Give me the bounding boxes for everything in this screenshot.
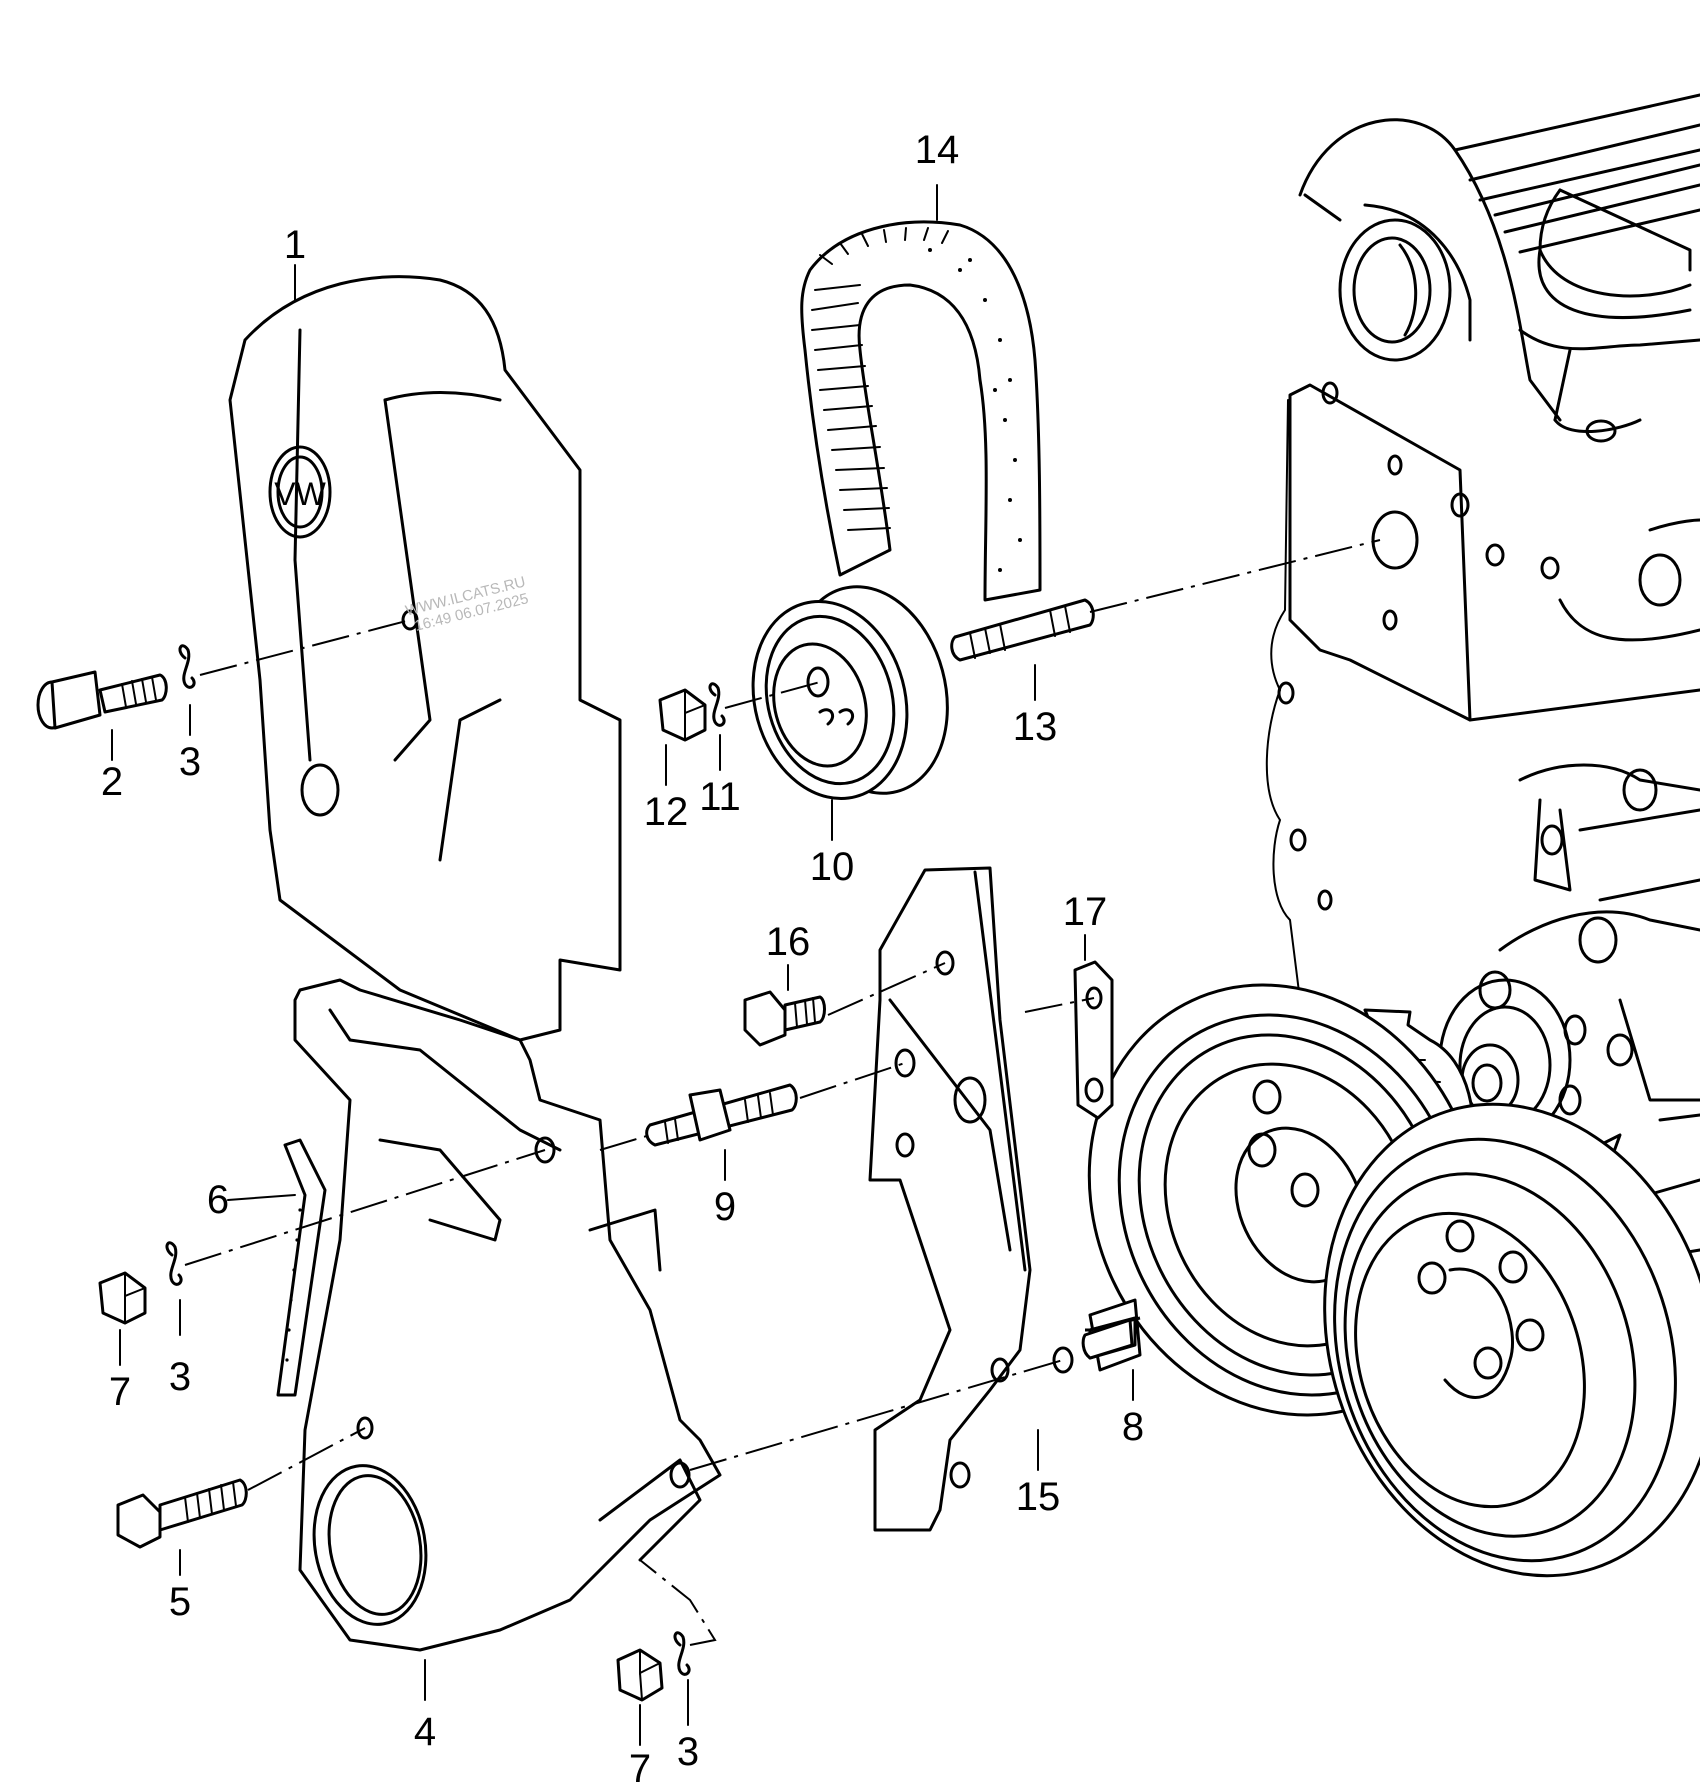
- callout-15[interactable]: 15: [1016, 1475, 1061, 1519]
- callout-16[interactable]: 16: [766, 920, 811, 964]
- hex-nut-7-left: [98, 1271, 147, 1325]
- vw-logo: VW: [274, 476, 326, 512]
- lower-timing-cover: [293, 978, 722, 1652]
- callout-9[interactable]: 9: [714, 1185, 736, 1229]
- callout-5[interactable]: 5: [169, 1580, 191, 1624]
- timing-belt: [800, 220, 1042, 602]
- hex-nut-7-bottom: [616, 1648, 664, 1702]
- callout-4[interactable]: 4: [414, 1710, 436, 1754]
- callout-10[interactable]: 10: [810, 845, 855, 889]
- callout-labels: 1 2 3 3 3 4 5 6 7 7 8 9 10 11 12 13 14 1…: [101, 128, 1144, 1788]
- callout-6[interactable]: 6: [207, 1178, 229, 1222]
- callout-2[interactable]: 2: [101, 760, 123, 804]
- callout-8[interactable]: 8: [1122, 1405, 1144, 1449]
- callout-7[interactable]: 7: [629, 1747, 651, 1788]
- callout-14[interactable]: 14: [915, 128, 960, 172]
- bracket-15: [868, 866, 1074, 1532]
- hex-bolt-5: [116, 1478, 248, 1549]
- engine-block: [1265, 93, 1700, 1322]
- hex-bolt-16: [743, 990, 826, 1047]
- hex-nut-12: [658, 688, 707, 742]
- callout-11[interactable]: 11: [699, 775, 741, 819]
- callout-12[interactable]: 12: [644, 790, 689, 834]
- callout-7[interactable]: 7: [109, 1370, 131, 1414]
- v-belt-pulley: [1323, 1102, 1700, 1578]
- stud-13: [950, 598, 1095, 662]
- socket-bolt-2: [36, 670, 168, 730]
- spring-washer-11: [708, 682, 726, 727]
- seal-strip-6: [276, 1138, 327, 1397]
- assembly-lines: [184, 539, 1381, 1646]
- callout-1[interactable]: 1: [284, 223, 306, 267]
- tensioner-pulley: [751, 585, 949, 801]
- spring-washer-3-bottom: [673, 1631, 691, 1676]
- callout-17[interactable]: 17: [1063, 890, 1108, 934]
- leader-lines: [111, 184, 1134, 1746]
- plate-17: [1073, 960, 1114, 1120]
- callout-13[interactable]: 13: [1013, 705, 1058, 749]
- spring-washer-3-left: [165, 1241, 183, 1286]
- stud-9: [645, 1083, 798, 1147]
- callout-3[interactable]: 3: [169, 1355, 191, 1399]
- upper-timing-cover: VW: [228, 275, 622, 1042]
- bolt-8: [1081, 1298, 1142, 1372]
- callout-3[interactable]: 3: [179, 740, 201, 784]
- callout-3[interactable]: 3: [677, 1730, 699, 1774]
- spring-washer-3: [178, 644, 196, 689]
